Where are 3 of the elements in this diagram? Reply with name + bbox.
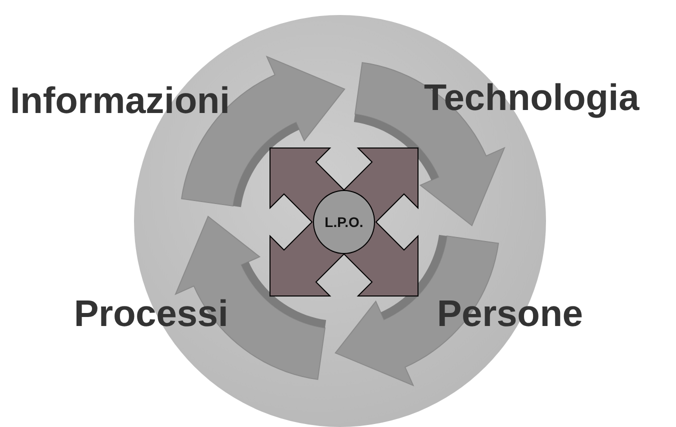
category-label: Persone	[437, 295, 584, 332]
category-label: Informazioni	[10, 82, 230, 119]
center-label: L.P.O.	[324, 214, 364, 230]
